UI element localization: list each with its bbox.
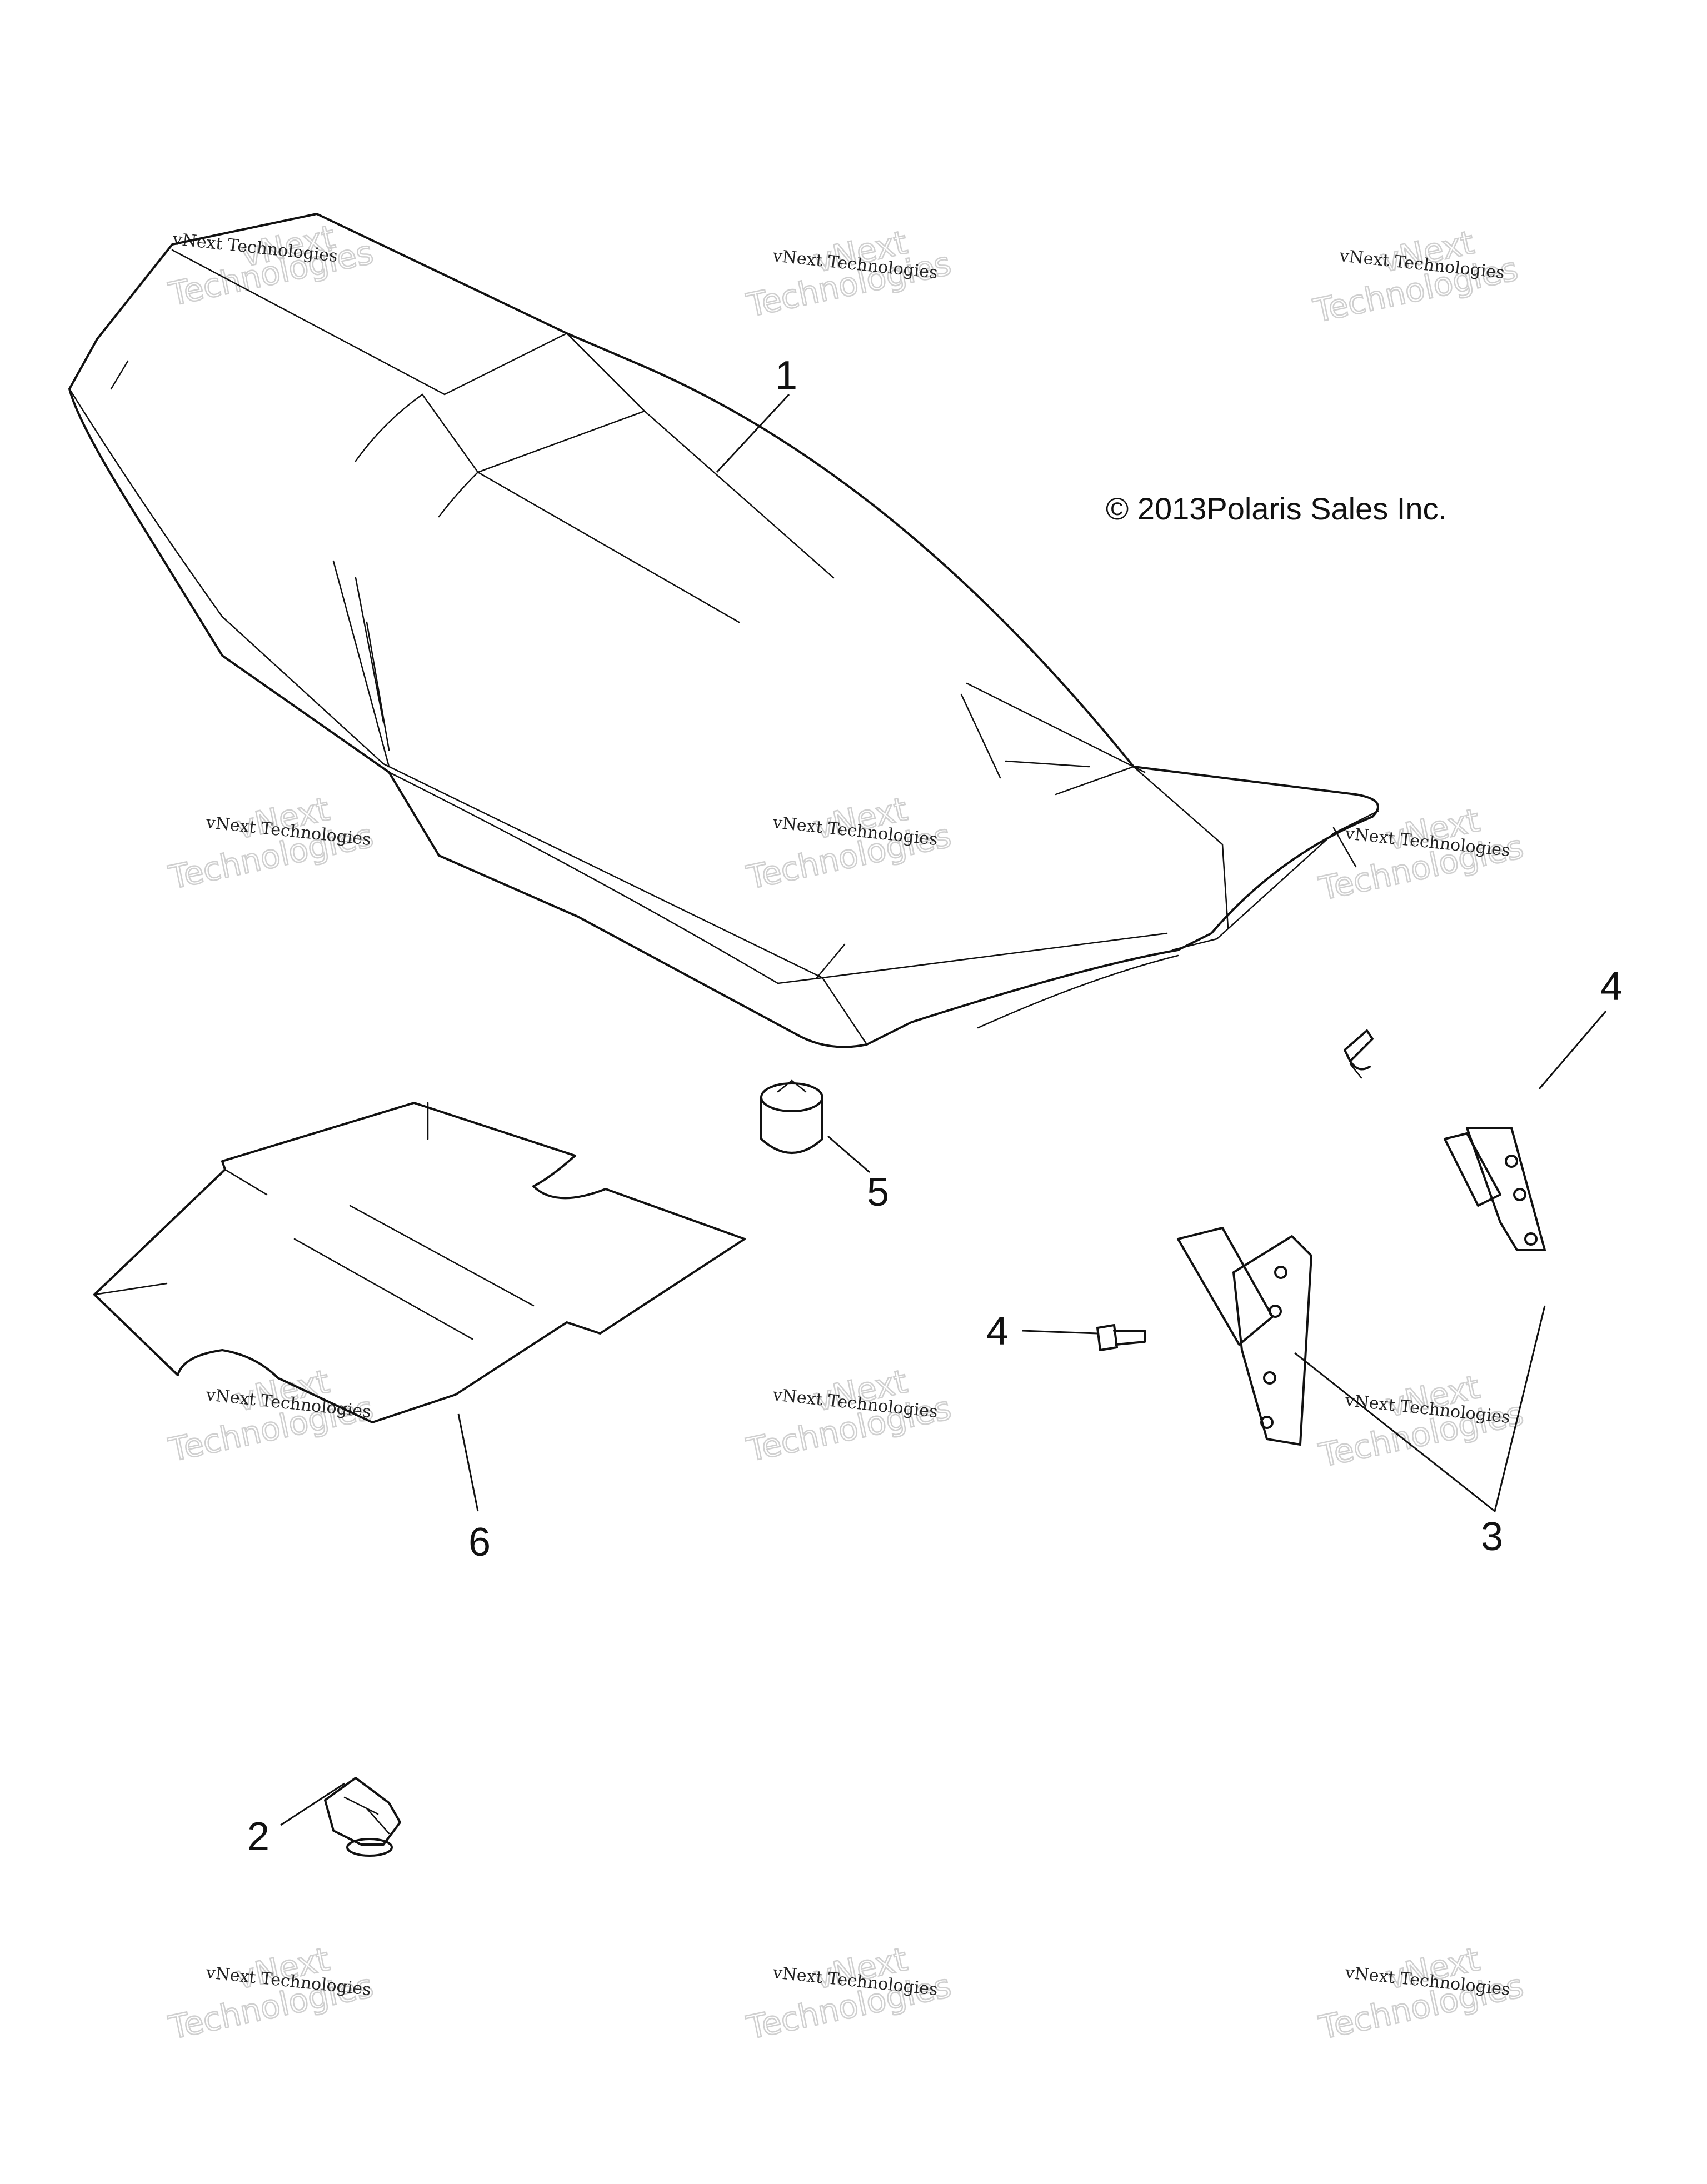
leader-line-2 <box>280 1782 345 1826</box>
watermark: Technologies vNext vNext Technologies <box>1310 223 1522 331</box>
latch-part-2 <box>324 1777 401 1857</box>
leader-line-1 <box>716 393 790 473</box>
watermark: Technologies vNext vNext Technologies <box>743 1362 955 1470</box>
copyright-text: © 2013Polaris Sales Inc. <box>1106 491 1447 526</box>
watermark: Technologies vNext vNext Technologies <box>743 223 955 325</box>
screw-part-4-lower <box>1096 1324 1146 1351</box>
callout-3: 3 <box>1481 1515 1503 1559</box>
callout-2: 2 <box>247 1815 269 1859</box>
callout-5: 5 <box>867 1170 889 1215</box>
screw-part-4-upper <box>1344 1029 1374 1079</box>
bracket-part-3-front <box>1177 1227 1312 1446</box>
watermark: Technologies vNext vNext Technologies <box>1315 1940 1528 2047</box>
bumper-part-5 <box>760 1079 823 1154</box>
watermark: Technologies vNext vNext Technologies <box>1315 801 1528 908</box>
watermark: Technologies vNext vNext Technologies <box>165 1940 377 2047</box>
leader-line-4-lower <box>1022 1330 1098 1335</box>
leader-line-3 <box>1294 1305 1546 1513</box>
watermark: Technologies vNext vNext Technologies <box>165 217 377 314</box>
seat-part-1 <box>68 213 1379 1048</box>
leader-line-4-upper <box>1538 1011 1607 1089</box>
watermark: Technologies vNext vNext Technologies <box>165 789 377 897</box>
leader-line-6 <box>457 1413 479 1512</box>
callout-1: 1 <box>775 353 797 398</box>
callout-4-upper: 4 <box>1600 964 1623 1009</box>
watermark: Technologies vNext vNext Technologies <box>1315 1367 1528 1475</box>
watermark: Technologies vNext vNext Technologies <box>165 1362 377 1470</box>
watermark: Technologies vNext vNext Technologies <box>743 789 955 897</box>
bracket-part-3-rear <box>1444 1127 1546 1251</box>
watermark: Technologies vNext vNext Technologies <box>743 1940 955 2047</box>
callout-4-lower: 4 <box>986 1309 1009 1353</box>
callout-6: 6 <box>468 1520 491 1565</box>
seat-pad-part-6 <box>93 1102 746 1423</box>
leader-line-5 <box>827 1135 870 1173</box>
